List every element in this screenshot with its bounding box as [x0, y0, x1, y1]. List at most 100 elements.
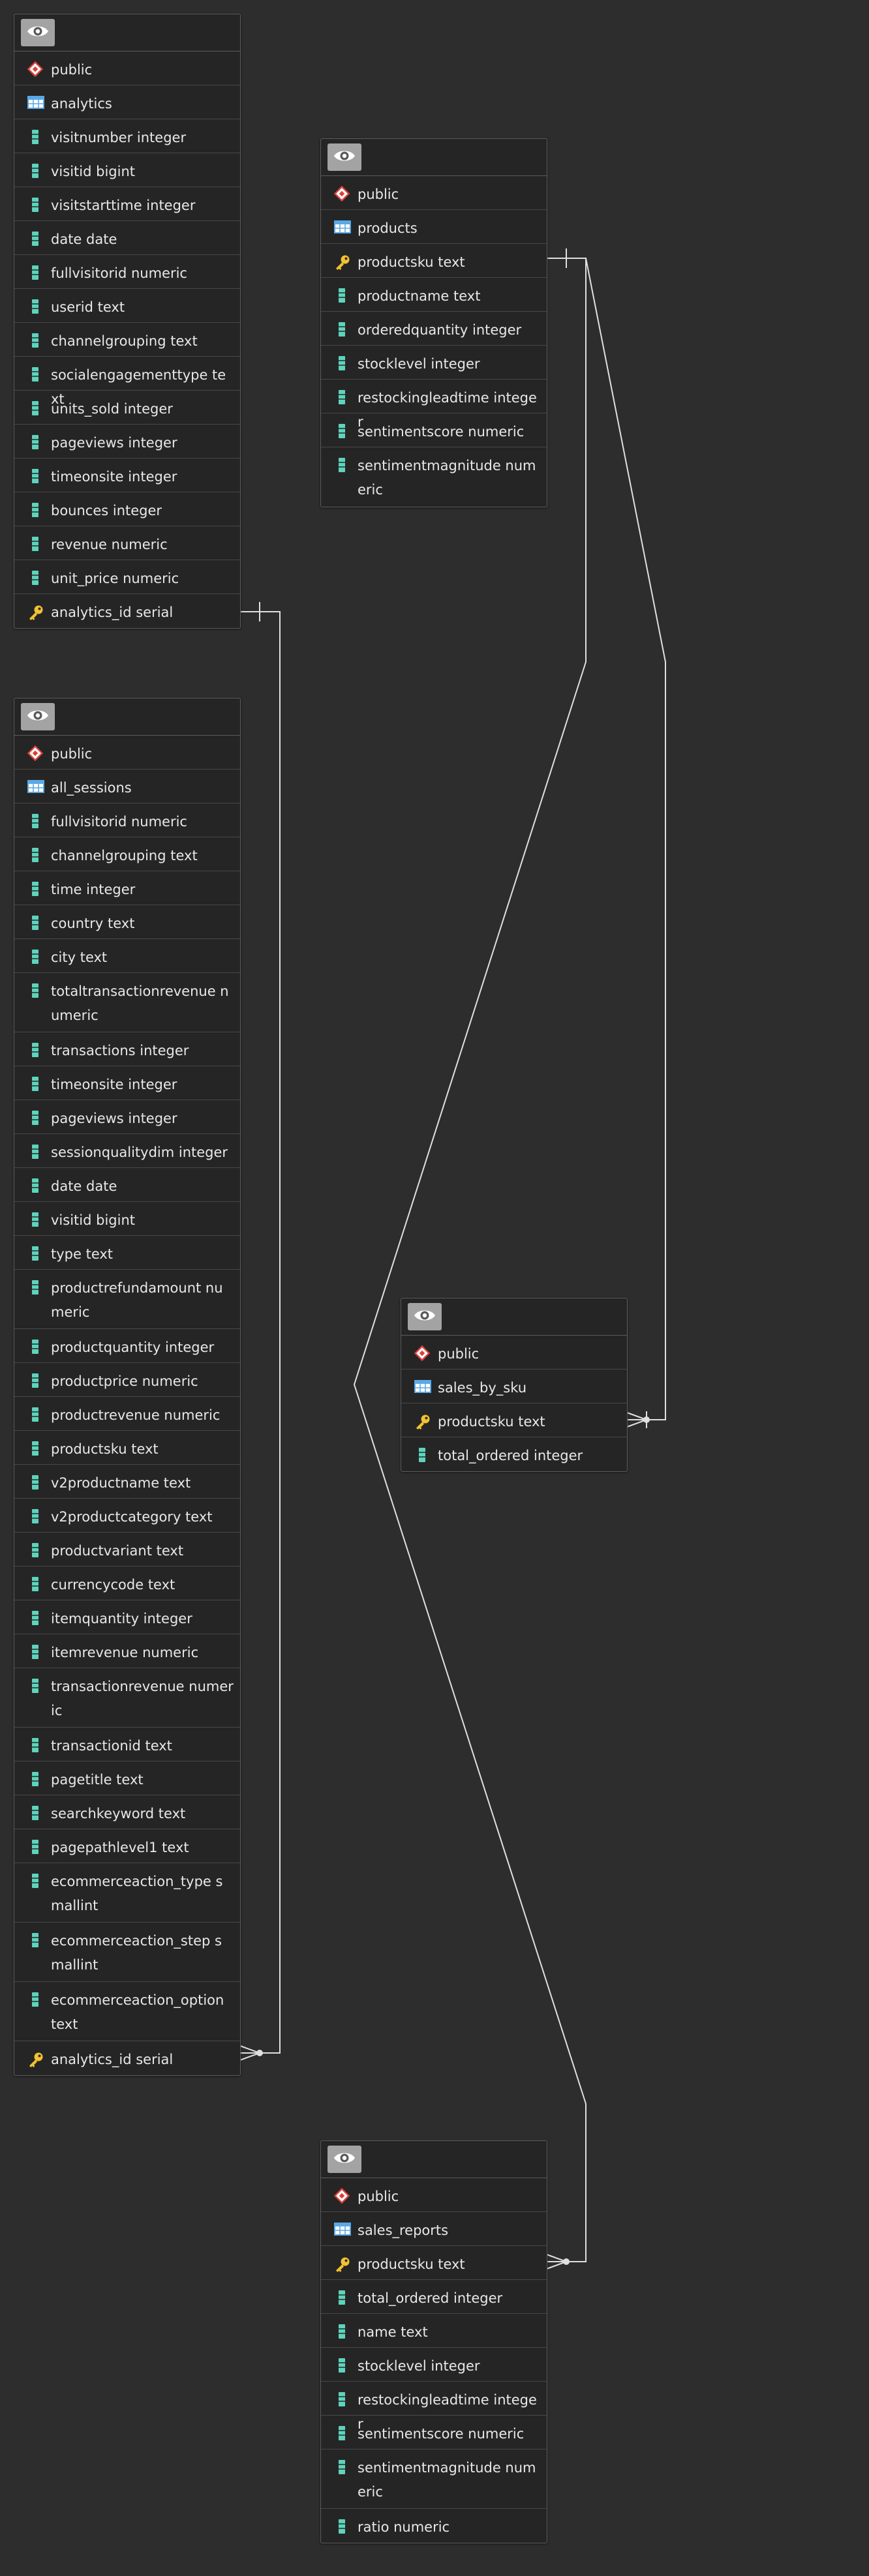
column-row[interactable]: transactions integer [14, 1032, 240, 1066]
column-row[interactable]: userid text [14, 289, 240, 323]
column-label: channelgrouping text [51, 333, 198, 349]
column-row[interactable]: productprice numeric [14, 1363, 240, 1397]
column-row[interactable]: ecommerceaction_type smallint [14, 1863, 240, 1923]
column-row[interactable]: timeonsite integer [14, 458, 240, 492]
column-row[interactable]: itemrevenue numeric [14, 1634, 240, 1668]
column-label: userid text [51, 299, 125, 315]
relation-analytics-all-sessions [240, 611, 281, 2054]
schema-row[interactable]: public [14, 52, 240, 85]
table-name-row[interactable]: analytics [14, 85, 240, 119]
column-row[interactable]: units_sold integer [14, 391, 240, 425]
column-row[interactable]: country text [14, 905, 240, 939]
column-row[interactable]: channelgrouping text [14, 323, 240, 357]
column-row[interactable]: productrefundamount numeric [14, 1270, 240, 1329]
table-name-row[interactable]: sales_by_sku [401, 1370, 627, 1403]
column-icon [27, 265, 43, 280]
column-row[interactable]: date date [14, 221, 240, 255]
column-row[interactable]: city text [14, 939, 240, 973]
column-label: stocklevel integer [358, 356, 480, 372]
column-row[interactable]: restockingleadtime integer [321, 380, 547, 430]
column-row[interactable]: sentimentscore numeric [321, 2416, 547, 2449]
column-label: sentimentscore numeric [358, 2426, 525, 2442]
column-row[interactable]: revenue numeric [14, 526, 240, 560]
column-row[interactable]: time integer [14, 871, 240, 905]
column-row[interactable]: transactionrevenue numeric [14, 1668, 240, 1728]
column-row[interactable]: totaltransactionrevenue numeric [14, 973, 240, 1032]
column-row[interactable]: visitid bigint [14, 1202, 240, 1236]
column-row[interactable]: productsku text [321, 244, 547, 278]
column-row[interactable]: total_ordered integer [321, 2280, 547, 2314]
column-row[interactable]: type text [14, 1236, 240, 1270]
column-icon [27, 1576, 43, 1592]
column-row[interactable]: currencycode text [14, 1566, 240, 1600]
column-row[interactable]: name text [321, 2314, 547, 2348]
column-row[interactable]: orderedquantity integer [321, 312, 547, 346]
column-row[interactable]: socialengagementtype text [14, 357, 240, 407]
eye-icon [333, 2150, 356, 2168]
column-row[interactable]: productsku text [321, 2246, 547, 2280]
column-row[interactable]: sentimentmagnitude numeric [321, 2449, 547, 2509]
column-row[interactable]: analytics_id serial [14, 2041, 240, 2075]
column-row[interactable]: sentimentscore numeric [321, 413, 547, 447]
column-row[interactable]: pagepathlevel1 text [14, 1829, 240, 1863]
column-row[interactable]: productrevenue numeric [14, 1397, 240, 1431]
column-row[interactable]: pagetitle text [14, 1761, 240, 1795]
column-row[interactable]: productvariant text [14, 1533, 240, 1566]
column-row[interactable]: v2productcategory text [14, 1499, 240, 1533]
column-row[interactable]: sessionqualitydim integer [14, 1134, 240, 1168]
column-row[interactable]: visitid bigint [14, 153, 240, 187]
column-row[interactable]: productsku text [14, 1431, 240, 1465]
column-row[interactable]: ecommerceaction_step smallint [14, 1923, 240, 1982]
column-row[interactable]: stocklevel integer [321, 346, 547, 380]
column-row[interactable]: total_ordered integer [401, 1437, 627, 1471]
column-row[interactable]: channelgrouping text [14, 837, 240, 871]
schema-row[interactable]: public [321, 2178, 547, 2212]
column-label: v2productname text [51, 1475, 191, 1491]
column-row[interactable]: sentimentmagnitude numeric [321, 447, 547, 507]
column-row[interactable]: timeonsite integer [14, 1066, 240, 1100]
view-toggle-button[interactable] [328, 143, 361, 171]
column-icon [334, 2290, 350, 2305]
column-row[interactable]: restockingleadtime integer [321, 2382, 547, 2432]
column-row[interactable]: pageviews integer [14, 1100, 240, 1134]
column-row[interactable]: unit_price numeric [14, 560, 240, 594]
schema-row[interactable]: public [14, 736, 240, 770]
column-label: analytics_id serial [51, 605, 174, 620]
column-row[interactable]: stocklevel integer [321, 2348, 547, 2382]
view-toggle-button[interactable] [408, 1303, 442, 1330]
column-row[interactable]: productquantity integer [14, 1329, 240, 1363]
column-row[interactable]: searchkeyword text [14, 1795, 240, 1829]
column-row[interactable]: date date [14, 1168, 240, 1202]
view-toggle-button[interactable] [328, 2146, 361, 2173]
column-icon [27, 1542, 43, 1558]
column-row[interactable]: fullvisitorid numeric [14, 255, 240, 289]
column-row[interactable]: fullvisitorid numeric [14, 803, 240, 837]
column-icon [27, 468, 43, 484]
view-toggle-button[interactable] [21, 703, 55, 730]
column-row[interactable]: v2productname text [14, 1465, 240, 1499]
column-row[interactable]: itemquantity integer [14, 1600, 240, 1634]
column-row[interactable]: visitstarttime integer [14, 187, 240, 221]
table-name-row[interactable]: all_sessions [14, 770, 240, 803]
column-row[interactable]: productname text [321, 278, 547, 312]
column-row[interactable]: ratio numeric [321, 2509, 547, 2543]
column-row[interactable]: transactionid text [14, 1728, 240, 1761]
column-row[interactable]: ecommerceaction_option text [14, 1982, 240, 2041]
table-name: sales_reports [358, 2223, 449, 2238]
column-row[interactable]: analytics_id serial [14, 594, 240, 628]
table-name-row[interactable]: sales_reports [321, 2212, 547, 2246]
column-row[interactable]: pageviews integer [14, 425, 240, 458]
view-toggle-button[interactable] [21, 19, 55, 46]
column-row[interactable]: bounces integer [14, 492, 240, 526]
column-row[interactable]: visitnumber integer [14, 119, 240, 153]
schema-row[interactable]: public [401, 1336, 627, 1370]
column-label: visitid bigint [51, 164, 135, 179]
schema-row[interactable]: public [321, 176, 547, 210]
table-name-row[interactable]: products [321, 210, 547, 244]
column-row[interactable]: productsku text [401, 1403, 627, 1437]
